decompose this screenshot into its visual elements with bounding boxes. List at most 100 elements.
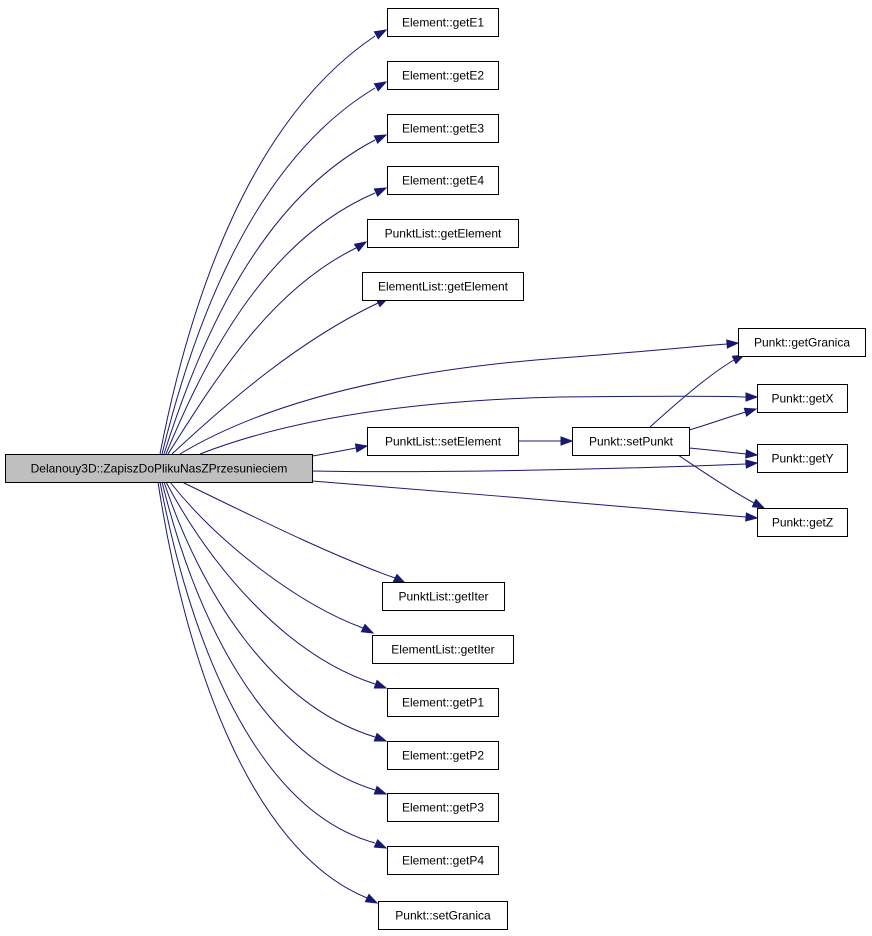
arrowhead-icon — [373, 134, 388, 145]
node-label: Delanouy3D::ZapiszDoPlikuNasZPrzesunieci… — [31, 462, 288, 476]
edge-root-to-getE2 — [161, 81, 388, 455]
root-node[interactable]: Delanouy3D::ZapiszDoPlikuNasZPrzesunieci… — [5, 454, 313, 483]
node-pl_getIter[interactable]: PunktList::getIter — [382, 582, 505, 611]
node-box — [387, 166, 499, 195]
node-getY[interactable]: Punkt::getY — [757, 444, 848, 473]
node-setPunkt[interactable]: Punkt::setPunkt — [572, 427, 690, 456]
node-pl_setElement[interactable]: PunktList::setElement — [367, 427, 519, 456]
node-getGranica[interactable]: Punkt::getGranica — [738, 328, 866, 357]
edge-line — [159, 35, 376, 455]
arrowhead-icon — [745, 459, 759, 469]
arrowhead-icon — [373, 81, 388, 92]
node-getE4[interactable]: Element::getE4 — [387, 166, 499, 195]
node-box — [738, 328, 866, 357]
node-label: Punkt::getZ — [772, 516, 833, 530]
arrowhead-icon — [353, 241, 368, 252]
edge-pl_setElement-to-setPunkt — [518, 436, 574, 446]
node-box — [367, 427, 519, 456]
edge-root-to-getGranica — [179, 339, 740, 455]
arrowhead-icon — [373, 838, 388, 849]
node-box — [387, 61, 499, 90]
edge-root-to-pl_getIter — [181, 481, 407, 584]
node-getE1[interactable]: Element::getE1 — [387, 8, 499, 37]
edge-root-to-getY — [311, 459, 759, 473]
node-getP3[interactable]: Element::getP3 — [387, 793, 499, 822]
edge-line — [157, 481, 368, 899]
node-box — [757, 508, 848, 537]
arrowhead-icon — [373, 785, 388, 795]
edge-setPunkt-to-getZ — [677, 454, 766, 509]
edge-root-to-getP3 — [161, 481, 388, 795]
edge-setPunkt-to-getY — [688, 447, 759, 459]
node-el_getIter[interactable]: ElementList::getIter — [372, 635, 514, 664]
edge-root-to-getZ — [311, 480, 759, 522]
arrowhead-icon — [373, 679, 388, 689]
node-label: Element::getP3 — [402, 801, 484, 815]
edge-line — [311, 480, 747, 518]
edge-line — [167, 247, 357, 455]
arrowhead-icon — [373, 732, 388, 742]
node-box — [757, 384, 848, 413]
edge-root-to-pl_getElement — [167, 241, 368, 455]
arrowhead-icon — [560, 436, 574, 446]
node-pl_getElement[interactable]: PunktList::getElement — [367, 219, 519, 248]
node-box — [387, 846, 499, 875]
edge-root-to-getP4 — [159, 481, 388, 849]
edge-line — [181, 481, 396, 579]
node-label: Element::getE3 — [402, 122, 484, 136]
edge-line — [677, 454, 755, 504]
edge-root-to-getP1 — [165, 481, 388, 689]
arrowhead-icon — [751, 498, 766, 509]
edge-root-to-getE1 — [159, 29, 388, 455]
edge-root-to-setGranica — [157, 481, 379, 904]
node-box — [387, 688, 499, 717]
node-setGranica[interactable]: Punkt::setGranica — [378, 901, 508, 930]
edge-setPunkt-to-getGranica — [649, 354, 746, 428]
node-getP1[interactable]: Element::getP1 — [387, 688, 499, 717]
edge-line — [199, 395, 747, 455]
arrowhead-icon — [392, 573, 407, 584]
node-label: Element::getP1 — [402, 696, 484, 710]
node-el_getElement[interactable]: ElementList::getElement — [362, 272, 524, 301]
node-label: PunktList::setElement — [385, 435, 502, 449]
node-label: ElementList::getElement — [378, 280, 509, 294]
edge-line — [688, 411, 747, 431]
edge-line — [165, 481, 376, 685]
edge-line — [311, 447, 357, 457]
node-box — [367, 219, 519, 248]
arrowhead-icon — [373, 29, 388, 40]
node-box — [5, 454, 313, 483]
node-box — [372, 635, 514, 664]
edges-layer — [157, 29, 766, 904]
edge-line — [163, 139, 376, 455]
edge-line — [179, 343, 728, 455]
edge-setPunkt-to-getX — [688, 407, 758, 431]
node-getP2[interactable]: Element::getP2 — [387, 741, 499, 770]
edge-root-to-pl_setElement — [311, 443, 369, 457]
arrowhead-icon — [373, 187, 388, 198]
node-getX[interactable]: Punkt::getX — [757, 384, 848, 413]
edge-line — [165, 192, 376, 455]
node-label: Element::getP4 — [402, 854, 484, 868]
node-label: Element::getE1 — [402, 16, 484, 30]
edge-root-to-getE4 — [165, 187, 388, 455]
arrowhead-icon — [745, 512, 759, 522]
edge-root-to-el_getIter — [169, 481, 375, 634]
node-getE2[interactable]: Element::getE2 — [387, 61, 499, 90]
node-box — [387, 114, 499, 143]
node-label: Element::getP2 — [402, 749, 484, 763]
node-getE3[interactable]: Element::getE3 — [387, 114, 499, 143]
node-getZ[interactable]: Punkt::getZ — [757, 508, 848, 537]
node-box — [387, 793, 499, 822]
node-label: Punkt::getX — [771, 392, 833, 406]
edge-line — [163, 481, 376, 738]
node-label: Punkt::getGranica — [754, 336, 850, 350]
node-label: Punkt::setGranica — [395, 909, 491, 923]
edge-line — [169, 481, 364, 629]
node-getP4[interactable]: Element::getP4 — [387, 846, 499, 875]
arrowhead-icon — [745, 392, 759, 402]
edge-line — [311, 463, 747, 473]
node-box — [757, 444, 848, 473]
node-box — [378, 901, 508, 930]
